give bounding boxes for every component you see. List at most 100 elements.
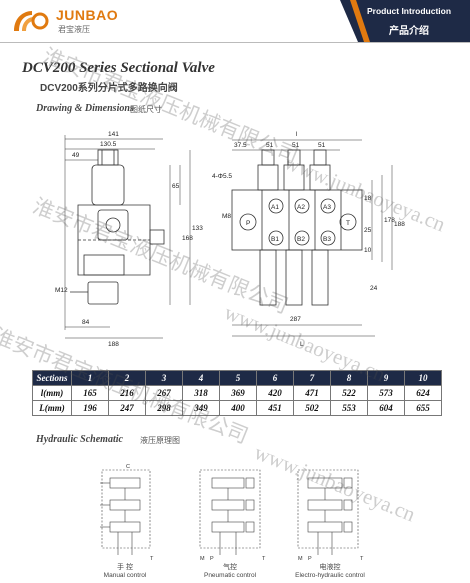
port-a1: A1: [271, 204, 279, 211]
brand-name-cn: 君宝液压: [58, 25, 90, 34]
port-label-p2: P: [308, 556, 312, 562]
port-label-t: T: [150, 556, 154, 562]
dim-84: 84: [82, 319, 90, 326]
brand-name: JUNBAO: [56, 7, 119, 23]
table-header-cell: 10: [404, 370, 442, 386]
dim-holes: 4-Φ5.5: [212, 173, 232, 180]
section-banner: [340, 0, 470, 42]
dim-24: 24: [370, 285, 378, 292]
port-b2: B2: [297, 236, 305, 243]
table-cell: 420: [256, 385, 294, 401]
section-title-en: Product Introduction: [366, 6, 452, 16]
manual-control-label-cn: 手 控: [117, 564, 133, 571]
table-cell: 267: [145, 385, 183, 401]
table-cell: 298: [145, 400, 183, 416]
schematic-electro-hydraulic: [297, 469, 359, 555]
port-p: P: [246, 220, 250, 227]
schematic-manual: [100, 469, 151, 555]
table-cell: 522: [330, 385, 368, 401]
schematic-pneumatic: [199, 469, 261, 555]
section-title-cn: 产品介绍: [389, 26, 429, 37]
dim-188: 188: [108, 341, 119, 348]
front-view-dimension-lines: [232, 139, 393, 337]
electro-hydraulic-label-cn: 电液控: [319, 564, 341, 571]
table-header-cell: 7: [293, 370, 331, 386]
port-label-t2: T: [262, 556, 266, 562]
dim-m8: M8: [222, 213, 231, 220]
dim-L: L: [300, 341, 304, 348]
port-label-m2: M: [298, 556, 303, 562]
hydraulic-schematics: C T M P T M P T: [100, 464, 364, 562]
header-divider: [0, 42, 470, 43]
junbao-logo-icon: [14, 11, 49, 31]
port-label-t3: T: [360, 556, 364, 562]
dim-287: 287: [290, 316, 301, 323]
table-cell: 318: [182, 385, 220, 401]
front-view-drawing: [231, 149, 363, 306]
table-cell: 349: [182, 400, 220, 416]
port-label-m: M: [200, 556, 205, 562]
dim-37-5: 37.5: [234, 142, 247, 149]
dim-188-front: 188: [394, 221, 405, 228]
table-cell: 604: [367, 400, 405, 416]
table-row: l(mm) 165 216 267 318 369 420 471 522 57…: [32, 385, 442, 401]
table-cell: 573: [367, 385, 405, 401]
dim-51-b: 51: [292, 142, 300, 149]
manual-control-label: Manual control: [103, 572, 147, 579]
dim-133: 133: [192, 225, 203, 232]
side-view-drawing: [70, 149, 165, 305]
table-header-cell: 4: [182, 370, 220, 386]
dim-51-a: 51: [266, 142, 274, 149]
table-cell: 655: [404, 400, 442, 416]
table-header-cell: 2: [108, 370, 146, 386]
dim-65: 65: [172, 183, 180, 190]
table-header-row: Sections 1 2 3 4 5 6 7 8 9 10: [32, 370, 442, 386]
hydraulic-heading-cn: 液压原理图: [140, 436, 180, 445]
table-cell: 451: [256, 400, 294, 416]
port-label-p: P: [210, 556, 214, 562]
drawing-heading: Drawing & Dimensions: [36, 103, 134, 114]
table-cell: 196: [71, 400, 109, 416]
side-view-dim-text: 141 130.5 49 65 168 133 M12 84 188: [55, 131, 203, 348]
table-header-cell: 8: [330, 370, 368, 386]
dim-130-5: 130.5: [100, 141, 117, 148]
dim-10: 10: [364, 247, 372, 254]
table-cell: 502: [293, 400, 331, 416]
front-view-dim-text: l 37.5 51 51 51 4-Φ5.5 M8 P T A1 A2 A3 B…: [212, 131, 405, 348]
table-cell: 247: [108, 400, 146, 416]
hydraulic-heading: Hydraulic Schematic: [36, 434, 123, 445]
table-cell: 400: [219, 400, 257, 416]
table-header-cell: 5: [219, 370, 257, 386]
table-header-cell: 9: [367, 370, 405, 386]
port-b1: B1: [271, 236, 279, 243]
dim-168: 168: [182, 235, 193, 242]
table-cell: L(mm): [32, 400, 72, 416]
table-cell: 369: [219, 385, 257, 401]
table-header-cell: Sections: [32, 370, 72, 386]
port-a3: A3: [323, 204, 331, 211]
pneumatic-control-label-cn: 气控: [223, 564, 237, 571]
table-cell: 553: [330, 400, 368, 416]
dimension-table: Sections 1 2 3 4 5 6 7 8 9 10 l(mm) 165 …: [32, 370, 442, 416]
table-cell: 165: [71, 385, 109, 401]
dim-m12: M12: [55, 287, 68, 294]
dim-49: 49: [72, 152, 80, 159]
table-header-cell: 1: [71, 370, 109, 386]
dim-18: 18: [364, 195, 372, 202]
table-cell: 471: [293, 385, 331, 401]
dim-141: 141: [108, 131, 119, 138]
port-t: T: [346, 220, 350, 227]
table-cell: 216: [108, 385, 146, 401]
pneumatic-control-label: Pneumatic control: [203, 572, 257, 579]
dim-25: 25: [364, 227, 372, 234]
table-cell: l(mm): [32, 385, 72, 401]
port-label-c: C: [126, 464, 130, 470]
product-title-cn: DCV200系列分片式多路换向阀: [40, 83, 178, 94]
table-row: L(mm) 196 247 298 349 400 451 502 553 60…: [32, 400, 442, 416]
drawing-heading-cn: 图纸尺寸: [130, 105, 162, 114]
dim-178: 178: [384, 217, 395, 224]
dim-51-c: 51: [318, 142, 326, 149]
table-header-cell: 6: [256, 370, 294, 386]
dimension-drawings: 141 130.5 49 65 168 133 M12 84 188 l 37.…: [55, 131, 405, 348]
product-title: DCV200 Series Sectional Valve: [22, 60, 215, 76]
